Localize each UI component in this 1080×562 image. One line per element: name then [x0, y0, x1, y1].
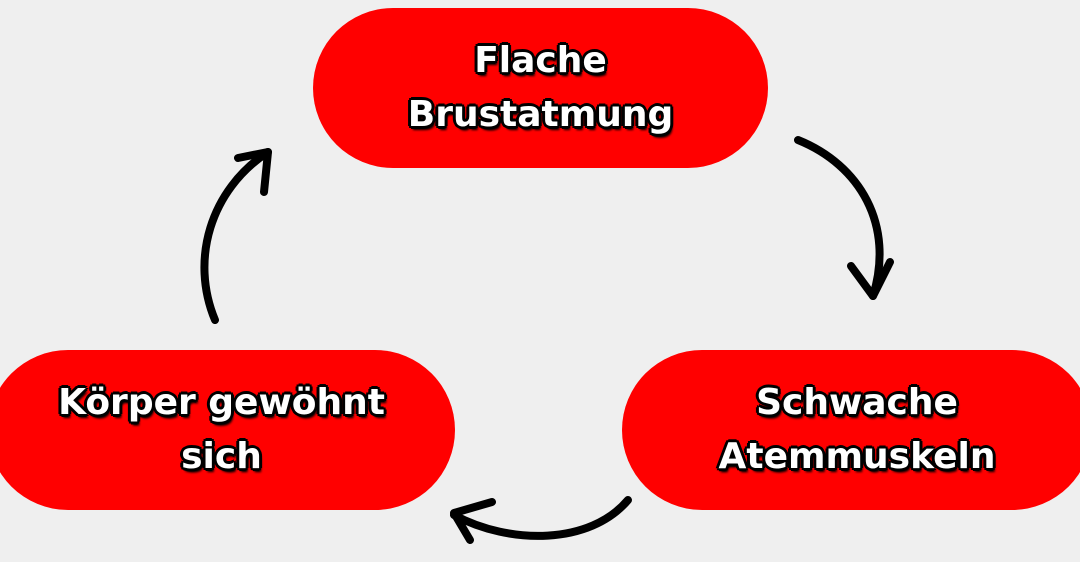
node-label: Körper gewöhnt sich	[58, 376, 385, 484]
node-label-line: Atemmuskeln	[718, 436, 996, 477]
arrow-left-to-top	[200, 148, 272, 324]
node-label-line: sich	[181, 436, 262, 477]
node-label-line: Brustatmung	[407, 94, 674, 135]
node-koerper-gewoehnt-sich: Körper gewöhnt sich	[0, 350, 455, 510]
node-label-line: Schwache	[756, 382, 958, 423]
arrow-top-to-right	[794, 136, 894, 300]
arrow-right-to-left	[450, 496, 632, 544]
node-label-line: Flache	[474, 40, 607, 81]
node-label-line: Körper gewöhnt	[58, 382, 385, 423]
